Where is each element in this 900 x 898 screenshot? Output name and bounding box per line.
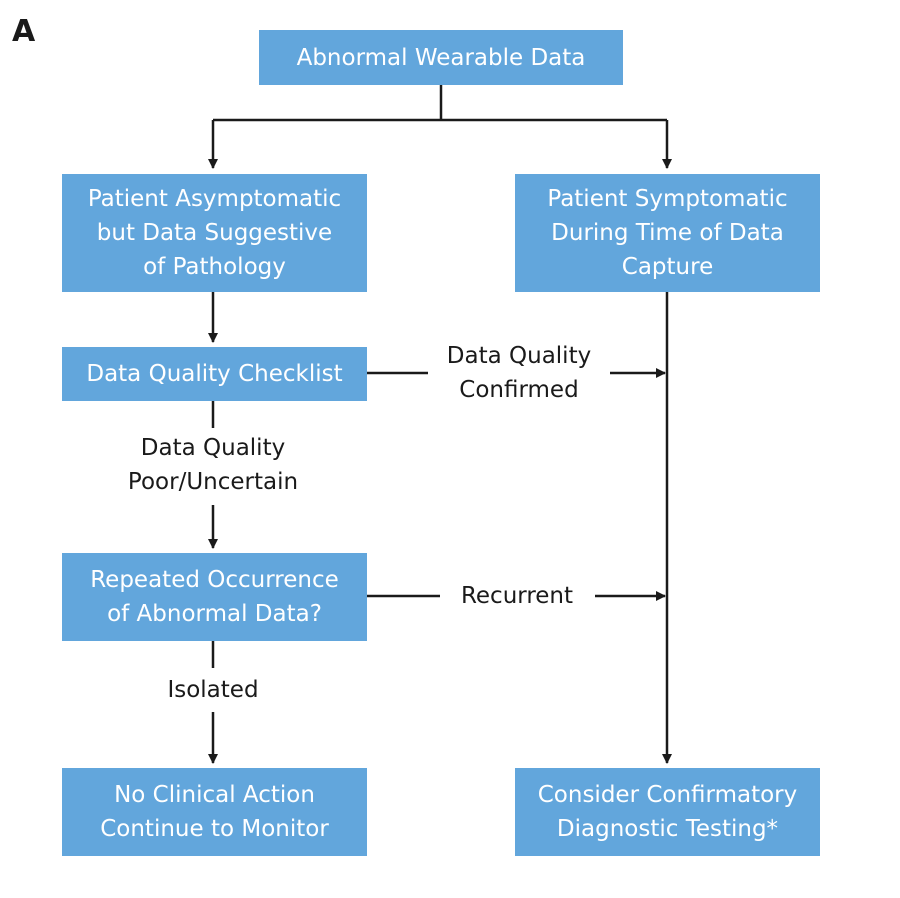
node-repeated-occurrence: Repeated Occurrence of Abnormal Data? [62, 553, 367, 641]
node-abnormal-wearable-data: Abnormal Wearable Data [259, 30, 623, 85]
node-no-clinical-action: No Clinical Action Continue to Monitor [62, 768, 367, 856]
edge-label-recurrent: Recurrent [460, 583, 574, 609]
node-consider-confirmatory-testing: Consider Confirmatory Diagnostic Testing… [515, 768, 820, 856]
node-patient-asymptomatic: Patient Asymptomatic but Data Suggestive… [62, 174, 367, 292]
edge-label-quality-poor: Data Quality Poor/Uncertain [127, 435, 299, 495]
node-patient-symptomatic: Patient Symptomatic During Time of Data … [515, 174, 820, 292]
edge-label-isolated: Isolated [167, 677, 259, 703]
panel-label: A [12, 14, 36, 49]
edge-label-quality-confirmed: Data Quality Confirmed [446, 343, 592, 403]
node-data-quality-checklist: Data Quality Checklist [62, 347, 367, 401]
